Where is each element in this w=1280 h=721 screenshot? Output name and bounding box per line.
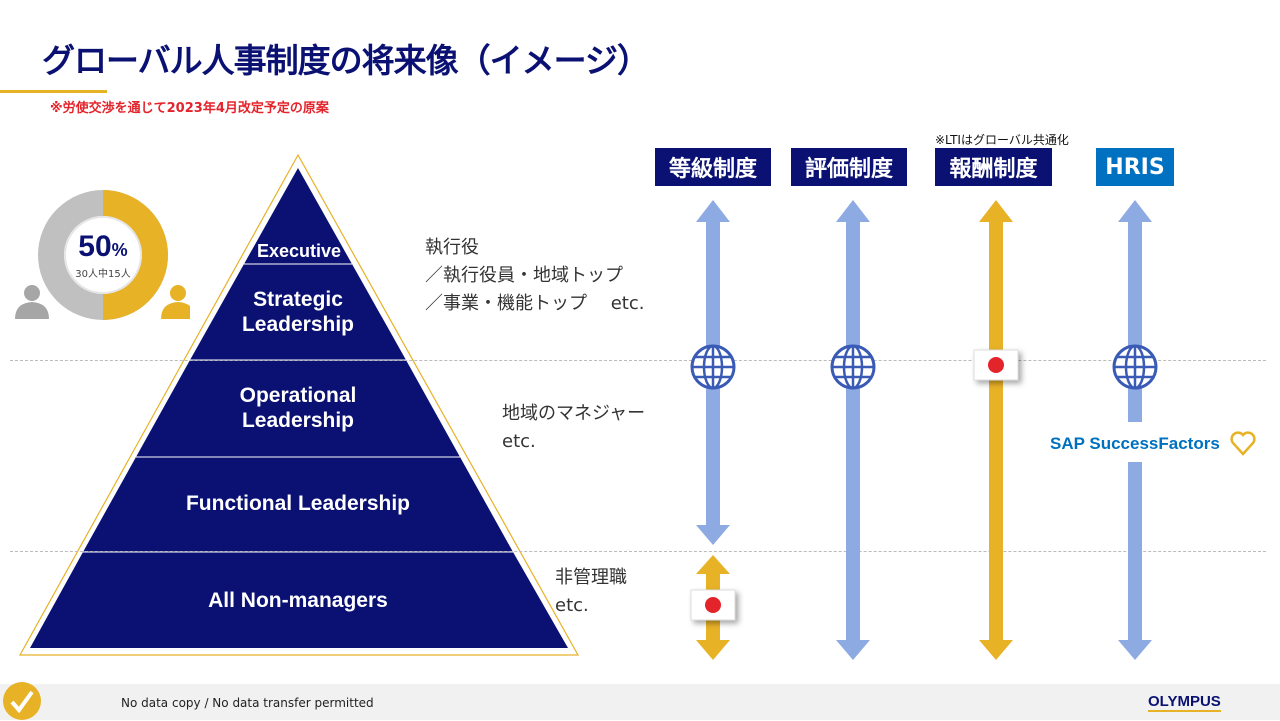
page-title: グローバル人事制度の将来像（イメージ）: [42, 41, 650, 80]
heart-icon: [1230, 431, 1256, 456]
pyramid-level-operational: [136, 360, 460, 457]
draft-note: ※労使交渉を通じて2023年4月改定予定の原案: [50, 101, 329, 116]
donut-caption: 30人中15人: [75, 269, 131, 280]
level-label-operational: Operational Leadership: [239, 384, 357, 432]
footer: No data copy / No data transfer permitte…: [0, 682, 1280, 720]
header-hris: HRIS: [1096, 148, 1174, 186]
percent-sign: %: [111, 240, 128, 260]
divider-line: [10, 360, 1266, 361]
level-label-functional: Functional Leadership: [185, 492, 411, 515]
no-copy-notice: No data copy / No data transfer permitte…: [121, 696, 374, 710]
pyramid-level-strategic: [190, 264, 406, 360]
title-underline: [0, 90, 107, 93]
ratio-donut: [15, 190, 190, 320]
exec-description: 執行役／執行役員・地域トップ／事業・機能トップ etc.: [425, 237, 645, 314]
japan-flag-icon: [973, 349, 1019, 381]
olympus-logo: OLYMPUS: [1148, 693, 1221, 712]
header-evaluation-system: 評価制度: [791, 148, 907, 186]
person-icon-gold: [161, 285, 190, 319]
level-label-strategic: Strategic Leadership: [241, 288, 355, 336]
arrow-compensation: [979, 200, 1013, 660]
divider-line: [10, 551, 1266, 552]
person-icon-gray: [15, 285, 49, 319]
globe-icon: [690, 344, 736, 390]
sap-successfactors-logo: SAP SuccessFactors: [1050, 434, 1220, 453]
pyramid-level-executive: [244, 168, 352, 264]
lti-note: ※LTIはグローバル共通化: [935, 133, 1069, 147]
check-icon: [3, 682, 41, 720]
globe-icon: [1112, 344, 1158, 390]
level-label-executive: Executive: [256, 241, 342, 261]
arrow-evaluation: [836, 200, 870, 660]
header-compensation-system: 報酬制度: [935, 148, 1052, 186]
leadership-pyramid: [18, 153, 580, 656]
donut-filled: [102, 190, 168, 320]
level-label-nonmanagers: All Non-managers: [208, 589, 388, 612]
pyramid-level-functional: [83, 457, 513, 552]
header-grade-system: 等級制度: [655, 148, 771, 186]
pyramid-level-nonmanagers: [30, 552, 568, 648]
globe-icon: [830, 344, 876, 390]
policy-arrows: [690, 200, 1256, 660]
japan-flag-icon: [690, 589, 736, 621]
donut-percent: 50: [78, 230, 112, 263]
